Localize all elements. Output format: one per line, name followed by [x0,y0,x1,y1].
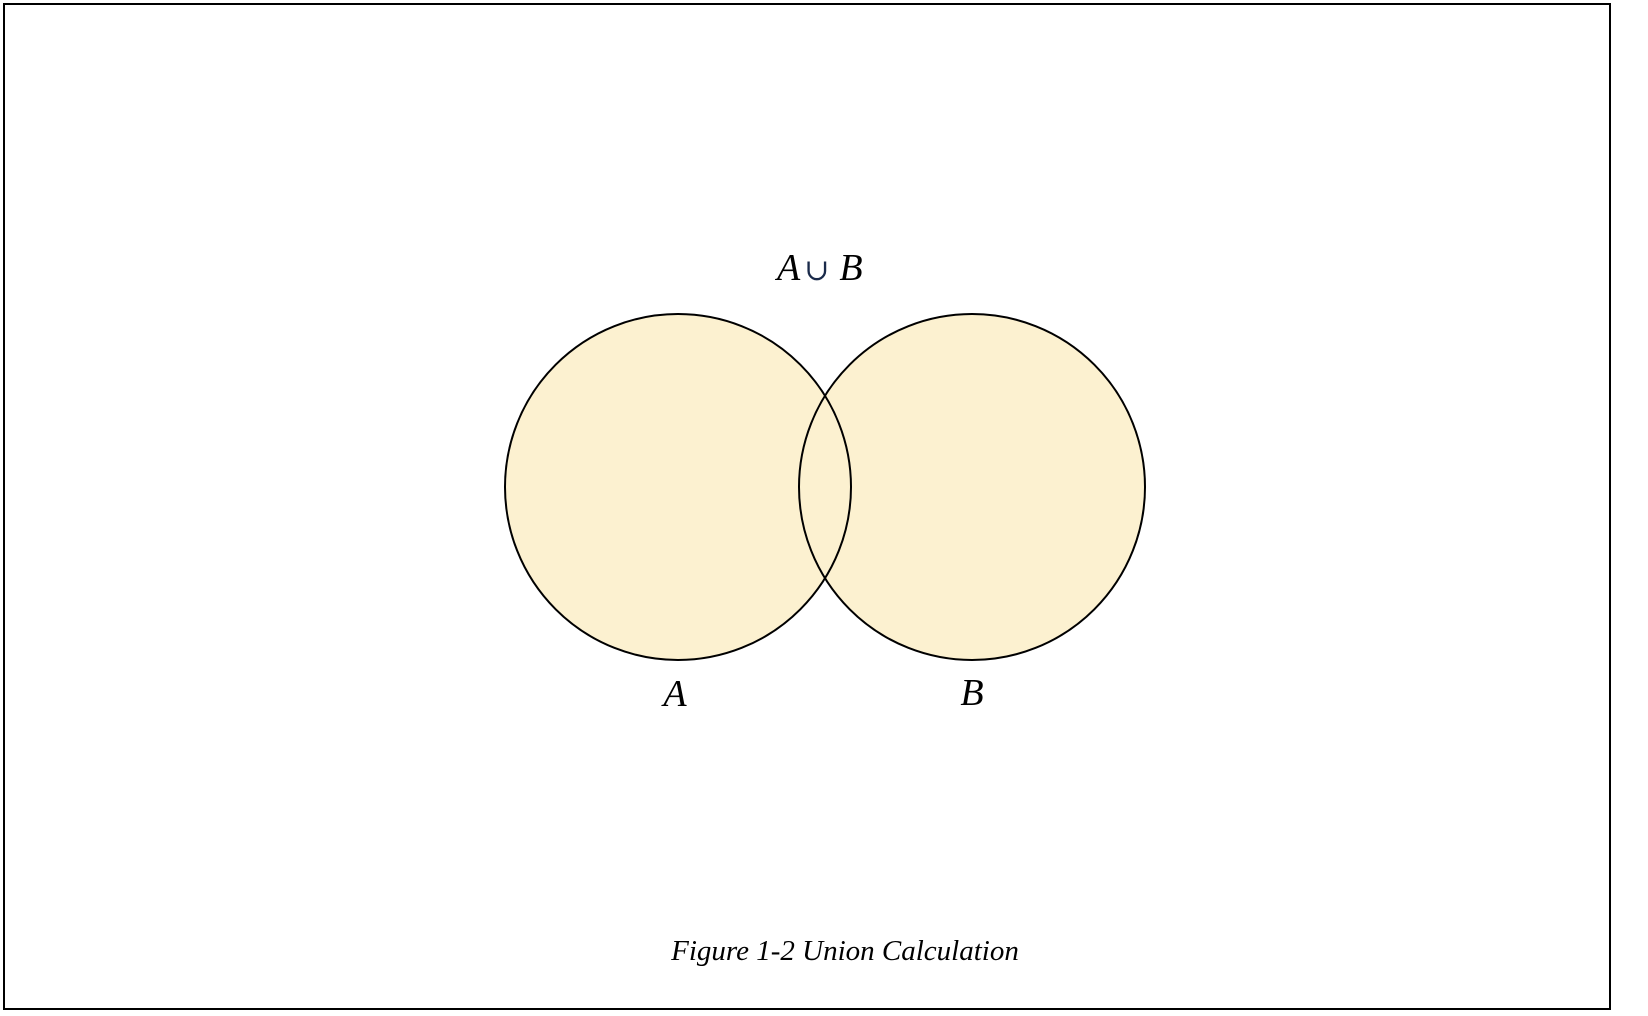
set-b-circle-fill [799,314,1145,660]
set-b-label: B [960,672,983,714]
union-operator-symbol: ∪ [804,253,829,288]
union-right-operand: B [839,247,862,289]
union-expression: A∪ B [774,247,863,289]
set-a-circle-fill [505,314,851,660]
set-a-circle [504,313,852,661]
union-left-operand: A [774,247,801,289]
set-a-label: A [660,673,687,715]
set-b-circle [798,313,1146,661]
figure-caption: Figure 1-2 Union Calculation [671,935,1019,967]
